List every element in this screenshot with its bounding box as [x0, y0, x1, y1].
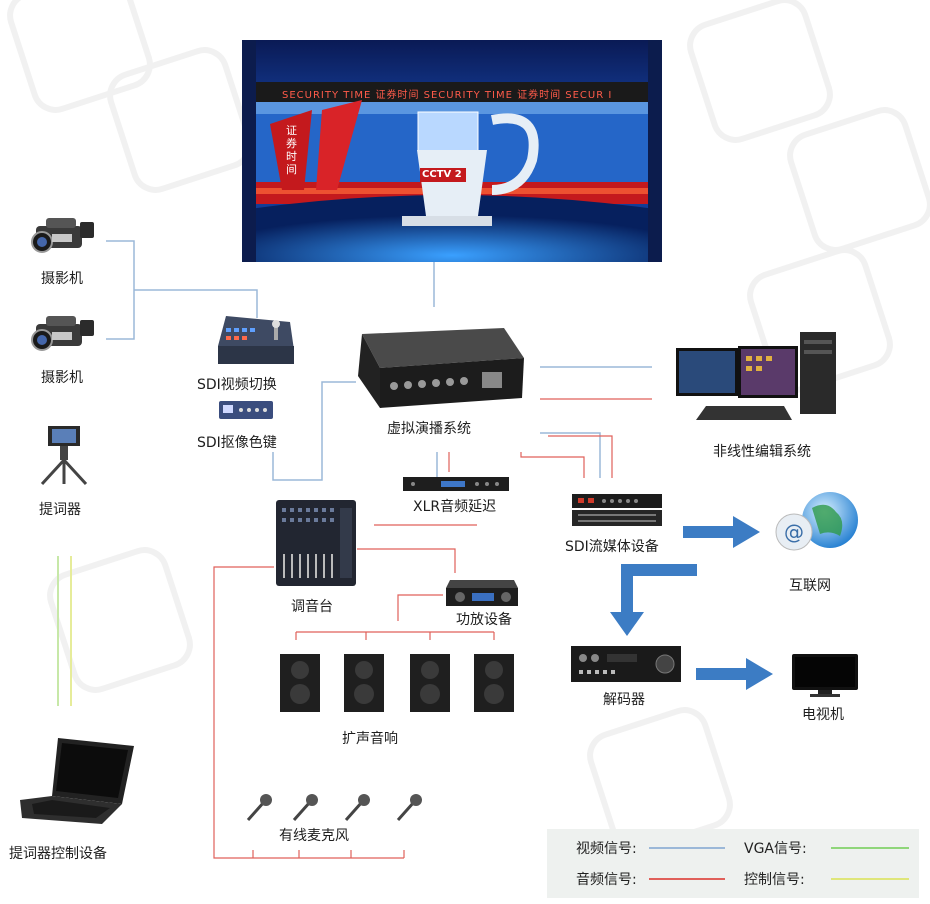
legend-vga-line — [831, 847, 909, 849]
globe-icon: @ — [775, 492, 858, 551]
television — [792, 654, 858, 698]
sdi-chroma-keyer — [219, 399, 273, 421]
switcher-icon — [218, 316, 294, 364]
xlr-audio-delay — [403, 477, 509, 493]
tv-icon — [792, 654, 858, 697]
amplifier-icon — [446, 580, 518, 606]
amplifier-label: 功放设备 — [456, 612, 512, 628]
decoder-icon — [571, 646, 681, 682]
mixer-label: 调音台 — [291, 599, 333, 615]
legend-control-line — [831, 878, 909, 880]
sdi-streaming-label: SDI流媒体设备 — [565, 539, 659, 555]
teleprompter — [34, 424, 94, 486]
camera-2 — [26, 308, 98, 358]
server-box-icon — [358, 328, 524, 408]
virtual-studio-system — [354, 328, 526, 410]
legend-control-label: 控制信号: — [744, 872, 805, 888]
wired-microphones — [244, 792, 424, 822]
streaming-box-icon — [572, 494, 662, 526]
camera-1 — [26, 210, 98, 260]
nle-label: 非线性编辑系统 — [713, 444, 811, 460]
decoder-label: 解码器 — [603, 692, 645, 708]
laptop-icon — [20, 738, 134, 824]
teleprompter-control-laptop — [18, 738, 136, 828]
camera-1-label: 摄影机 — [41, 271, 83, 287]
camera-icon — [31, 218, 94, 253]
speakers-label: 扩声音响 — [342, 731, 398, 747]
keyer-icon — [219, 401, 273, 419]
rack-unit-icon — [403, 477, 509, 491]
mixer-icon — [276, 500, 356, 586]
virtual-studio-screen: SECURITY TIME 证券时间 SECURITY TIME 证券时间 SE… — [242, 40, 662, 262]
speaker-array — [276, 650, 520, 716]
workstation-icon — [676, 332, 836, 420]
xlr-delay-label: XLR音频延迟 — [413, 499, 497, 515]
svg-text:@: @ — [784, 520, 804, 544]
studio-logo-text: 证券时间 — [286, 124, 297, 176]
internet-globe: @ — [772, 490, 860, 554]
microphones-label: 有线麦克风 — [279, 828, 349, 844]
teleprompter-control-label: 提词器控制设备 — [9, 846, 107, 862]
nle-workstation — [676, 330, 838, 428]
speaker-icon — [280, 654, 514, 712]
tv-label: 电视机 — [802, 707, 844, 723]
teleprompter-label: 提词器 — [39, 502, 81, 518]
virtual-system-label: 虚拟演播系统 — [387, 421, 471, 437]
audio-signal-lines — [213, 398, 652, 859]
power-amplifier — [446, 580, 518, 606]
legend-vga-label: VGA信号: — [744, 841, 807, 857]
video-signal-lines — [106, 240, 652, 481]
flow-arrows — [610, 516, 773, 690]
sdi-switcher-label: SDI视频切换 — [197, 377, 277, 393]
internet-label: 互联网 — [789, 578, 831, 594]
sdi-streaming-device — [572, 494, 662, 528]
microphone-icon — [246, 794, 422, 821]
signal-legend: 视频信号: VGA信号: 音频信号: 控制信号: — [547, 829, 919, 898]
camera-2-label: 摄影机 — [41, 370, 83, 386]
camera-icon — [31, 316, 94, 351]
teleprompter-icon — [40, 426, 88, 486]
sdi-video-switcher — [216, 316, 296, 368]
legend-video-line — [649, 847, 725, 849]
studio-desk-text: CCTV 2 — [422, 169, 462, 180]
sdi-keyer-label: SDI抠像色键 — [197, 435, 277, 451]
legend-video-label: 视频信号: — [576, 841, 637, 857]
studio-ticker-text: SECURITY TIME 证券时间 SECURITY TIME 证券时间 SE… — [282, 90, 613, 101]
decoder — [571, 646, 681, 684]
audio-mixer — [276, 500, 356, 586]
legend-audio-label: 音频信号: — [576, 872, 637, 888]
legend-audio-line — [649, 878, 725, 880]
